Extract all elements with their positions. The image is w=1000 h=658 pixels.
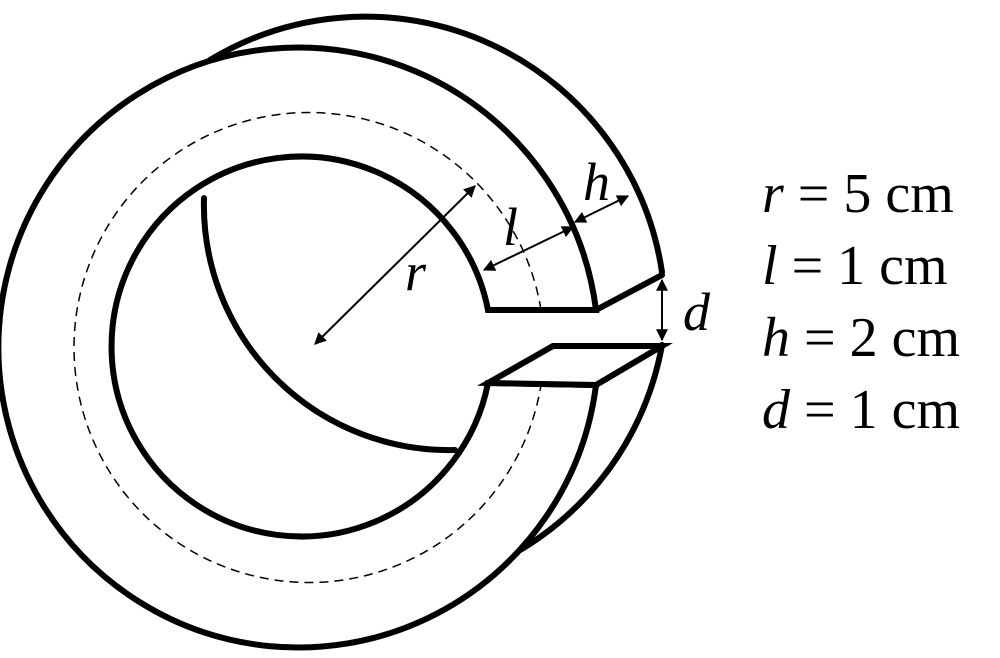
legend-item-l: l = 1 cm: [762, 235, 948, 297]
r-dimension-arrow: [314, 185, 476, 345]
h-dimension-arrow: [573, 195, 630, 223]
l-dimension-arrow: [482, 226, 575, 271]
h-label: h: [583, 152, 610, 212]
legend-item-d: d = 1 cm: [762, 379, 961, 441]
r-label: r: [405, 242, 427, 302]
parameter-legend: r = 5 cm l = 1 cm h = 2 cm d = 1 cm: [762, 158, 960, 446]
l-label: l: [503, 197, 518, 257]
legend-item-h: h = 2 cm: [762, 307, 961, 369]
dimension-arrows: [314, 185, 668, 345]
legend-item-r: r = 5 cm: [762, 163, 954, 225]
ring-front-face: [0, 44, 600, 651]
mean-radius-circle: [73, 111, 542, 584]
d-label: d: [683, 282, 711, 342]
gap-faces: [477, 272, 673, 389]
